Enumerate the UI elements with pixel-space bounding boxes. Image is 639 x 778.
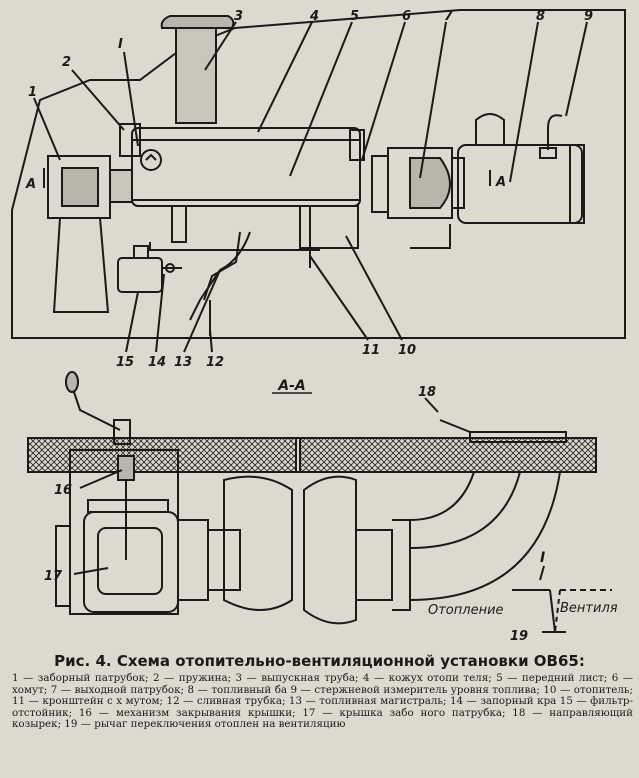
heater-diagram: 1 2 3 4 5 6 7 8 9 I А А 15 14 13 12 11 1…	[11, 9, 626, 644]
callout-17: 17	[44, 569, 63, 584]
inset-title: I	[540, 550, 545, 566]
spring-bracket	[119, 123, 141, 157]
caption-legend: 1 — заборный патрубок; 2 — пружина; 3 — …	[0, 672, 639, 731]
callout-3: 3	[234, 9, 243, 24]
caption-title-line: Рис. 4. Схема отопительно-вентиляционной…	[0, 652, 639, 670]
closing-handle	[71, 385, 121, 431]
callout-15: 15	[116, 355, 134, 370]
hull-outline	[11, 9, 626, 339]
callout-6: 6	[402, 9, 411, 24]
callout-14: 14	[148, 355, 166, 370]
caption-legend-text: 1 — заборный патрубок; 2 — пружина; 3 — …	[12, 672, 633, 731]
callout-16: 16	[54, 483, 72, 498]
callout-1: 1	[28, 85, 37, 100]
caption-title: Схема отопительно-вентиляционной установ…	[116, 652, 585, 670]
caption-prefix: Рис. 4.	[54, 652, 112, 670]
callout-5: 5	[350, 9, 359, 24]
guide-elbow	[409, 471, 522, 550]
callout-9: 9	[584, 9, 593, 24]
inset-ventilation-label: Вентиля	[560, 601, 618, 616]
callout-13: 13	[174, 355, 192, 370]
duct-coupler	[178, 519, 209, 601]
callout-7: 7	[444, 9, 454, 24]
fuel-line	[189, 231, 251, 321]
section-marker-left: А	[25, 177, 36, 192]
heater-casing	[131, 127, 361, 207]
callout-10: 10	[398, 343, 416, 358]
guide-visor	[469, 431, 567, 443]
section-marker-right: А	[495, 175, 506, 190]
section-title: А-А	[277, 378, 305, 394]
callout-11: 11	[362, 343, 380, 358]
figure-caption: Рис. 4. Схема отопительно-вентиляционной…	[0, 652, 639, 731]
intake-funnel	[52, 217, 110, 313]
callout-2: 2	[62, 55, 71, 70]
filter-settler	[117, 257, 163, 293]
fuel-tank	[457, 144, 583, 224]
duct-body-right	[303, 475, 357, 625]
callout-12: 12	[206, 355, 224, 370]
callout-18: 18	[418, 385, 436, 400]
exhaust-pipe	[175, 27, 217, 124]
callout-4: 4	[309, 9, 319, 24]
shutoff-valve	[165, 263, 175, 273]
output-nozzle	[409, 157, 451, 209]
armor-plate-left	[27, 437, 297, 473]
heater-block	[299, 205, 359, 249]
callout-19: 19	[510, 629, 528, 644]
tank-filler	[475, 113, 505, 146]
duct-body-left	[223, 475, 293, 611]
callout-detail-I: I	[118, 37, 123, 52]
armor-plate-right	[299, 437, 597, 473]
fuel-gauge-dial	[140, 149, 162, 171]
callout-8: 8	[536, 9, 545, 24]
inset-heating-label: Отопление	[428, 603, 504, 618]
fuel-gauge-rod	[547, 114, 563, 150]
exhaust-cap	[160, 15, 235, 29]
